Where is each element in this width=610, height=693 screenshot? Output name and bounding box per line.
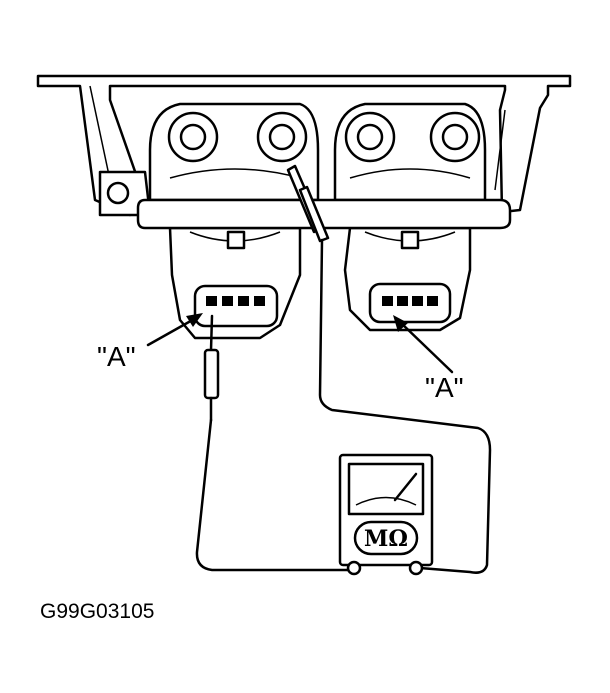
meter-terminal-positive [408,560,424,576]
ohmmeter [338,453,434,576]
meter-terminal-negative [346,560,362,576]
meter-unit-label: MΩ [364,526,408,552]
callout-arrow-right [393,315,454,374]
callout-arrow-left [146,313,203,347]
meter-leads [195,238,492,574]
meter-probe-upper [286,164,330,243]
coil-mounting-rail [136,198,512,230]
ignition-coil-right [333,102,487,332]
meter-probe-lower [203,314,220,422]
figure-code: G99G03105 [40,600,154,623]
ignition-coil-left [148,102,320,340]
callout-label-right: "A" [425,372,464,403]
callout-label-left: "A" [97,341,136,372]
